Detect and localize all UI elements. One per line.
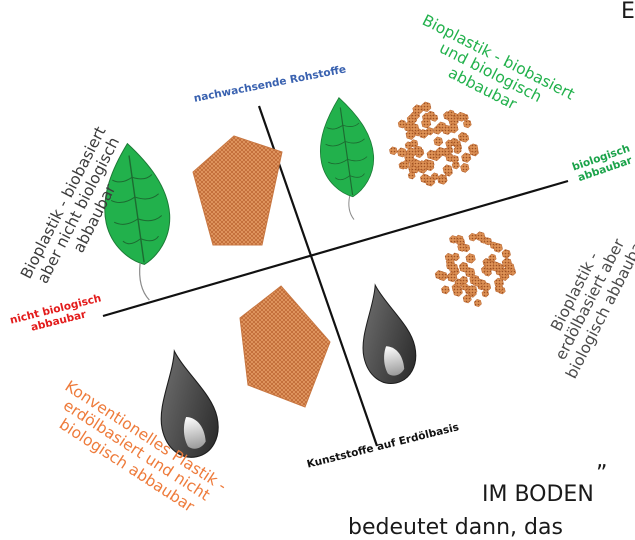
granule [451, 161, 460, 170]
granule [460, 282, 469, 291]
granule [467, 285, 478, 296]
granule [430, 114, 439, 122]
granule [460, 133, 470, 143]
granule [409, 123, 420, 133]
granule [462, 294, 472, 304]
granule [454, 278, 463, 287]
granule [407, 171, 416, 180]
granule [499, 269, 508, 278]
granule [418, 129, 429, 139]
granule [405, 129, 416, 140]
granule [472, 277, 482, 287]
granule [468, 232, 477, 242]
footer-line-1: IM BODEN [482, 482, 594, 507]
granule [493, 242, 503, 253]
granule [448, 123, 459, 134]
granule [441, 285, 450, 295]
granule [412, 104, 423, 116]
granule [447, 114, 455, 122]
granules-icon [434, 231, 517, 307]
granule [397, 119, 407, 129]
footer-line-2: bedeutet dann, das [348, 515, 563, 540]
horizontal-axis-line [102, 179, 569, 318]
granule [444, 253, 453, 262]
granule [421, 118, 432, 129]
granule [434, 270, 445, 280]
granule [409, 139, 419, 148]
granule [459, 262, 469, 273]
granule [452, 286, 463, 297]
granule [453, 146, 462, 155]
granule [421, 101, 432, 113]
pentagon-icon [192, 135, 283, 246]
granule [412, 159, 422, 168]
granule [425, 176, 436, 187]
granule [404, 152, 415, 163]
granule [484, 260, 495, 271]
oil-drop-icon [349, 279, 422, 389]
granule [469, 143, 479, 153]
granule [433, 136, 444, 147]
granule [450, 155, 459, 164]
granule [442, 164, 453, 175]
corner-letter: E [621, 0, 635, 24]
granule [435, 146, 446, 157]
granule [449, 235, 458, 244]
granule [481, 282, 492, 292]
footer-quote: „ [596, 448, 608, 473]
granule [461, 152, 472, 163]
granule [501, 249, 510, 258]
granule [465, 253, 476, 264]
granule [488, 253, 497, 263]
granule [445, 139, 454, 148]
granule [473, 299, 482, 307]
granule [425, 127, 434, 136]
leaf-icon [94, 138, 177, 301]
granule [457, 242, 467, 252]
granule [448, 262, 459, 273]
leaf-icon [312, 93, 380, 220]
granule [460, 163, 470, 173]
granule [389, 146, 398, 156]
granule [463, 119, 472, 129]
granule [426, 149, 437, 160]
granule [433, 125, 442, 135]
pentagon-icon [239, 285, 331, 408]
granule [426, 159, 435, 168]
granule [495, 283, 504, 292]
granules-icon [389, 101, 479, 187]
granule [484, 237, 492, 246]
granule [439, 176, 448, 185]
